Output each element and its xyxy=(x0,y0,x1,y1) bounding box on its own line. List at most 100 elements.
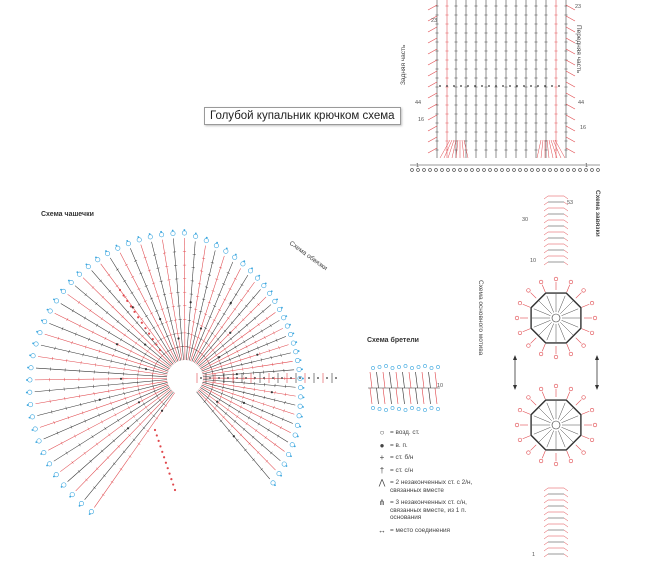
edging-dot xyxy=(172,230,174,232)
edging-dot xyxy=(302,406,304,408)
tie-fan xyxy=(544,238,548,241)
cup-stitch-tick xyxy=(254,388,255,391)
motif-outer-stitch xyxy=(576,293,582,299)
row-number: 53 xyxy=(567,200,573,206)
strap-stitch xyxy=(416,372,418,388)
shaping-dot xyxy=(126,300,128,302)
cup-stitch-tick xyxy=(174,320,177,321)
cup-stitch-tick xyxy=(255,429,257,432)
cup-stitch-tick xyxy=(227,317,230,319)
tie-fan xyxy=(564,548,568,551)
edging-loop xyxy=(42,450,46,454)
panel-fan-stitch xyxy=(537,140,541,158)
edging-dot xyxy=(26,379,28,381)
cup-stitch-tick xyxy=(123,280,126,282)
strap-edging-loop xyxy=(378,407,381,410)
edging-loop xyxy=(171,231,175,235)
motif-picot xyxy=(518,301,522,305)
edging-loop xyxy=(224,249,228,253)
cup-stitch-tick xyxy=(235,346,237,349)
tie-fan xyxy=(564,256,568,259)
edging-loop xyxy=(61,289,65,293)
chain-dot xyxy=(460,85,462,87)
edging-dot xyxy=(292,332,294,334)
tie-fan xyxy=(544,494,548,497)
chain-dot xyxy=(453,85,455,87)
cup-stitch-tick xyxy=(148,329,151,331)
edging-dot xyxy=(295,341,297,343)
edging-dot xyxy=(60,289,62,291)
cup-stitch-tick xyxy=(120,468,123,470)
cup-stitch-row xyxy=(200,388,288,443)
cup-stitch-row xyxy=(192,262,233,361)
label-ties-scheme: Схема завязки xyxy=(594,190,601,237)
cluster2-icon: ⋀ xyxy=(376,479,388,487)
motif-outer-stitch xyxy=(531,338,537,344)
chain-dot xyxy=(229,332,231,334)
row-number: 23 xyxy=(431,18,437,24)
edging-dot xyxy=(32,342,34,344)
cup-stitch-tick xyxy=(227,408,229,411)
row-number: 23 xyxy=(575,4,581,10)
cup-stitch-tick xyxy=(264,389,265,392)
edging-dot xyxy=(116,245,118,247)
edging-dot xyxy=(29,417,31,419)
motif-picot xyxy=(590,408,594,412)
edging-loop xyxy=(30,415,34,419)
panel-fan-stitch xyxy=(566,104,575,109)
motif-picot xyxy=(569,352,573,356)
tie-fan xyxy=(544,488,548,491)
edging-loop xyxy=(116,246,120,250)
panel-fan-stitch xyxy=(566,93,575,98)
chain-dot xyxy=(138,401,140,403)
strap-stitch xyxy=(403,388,405,404)
cup-stitch-tick xyxy=(130,411,132,414)
chain-dot xyxy=(263,377,265,379)
edging-dot xyxy=(183,229,185,231)
cup-stitch-tick xyxy=(205,342,208,344)
cup-stitch-tick xyxy=(165,266,168,267)
edging-dot xyxy=(300,359,302,361)
chain-loop xyxy=(579,169,582,172)
chain-dot xyxy=(99,399,101,401)
edging-loop xyxy=(290,443,294,447)
cup-stitch-tick xyxy=(102,494,105,496)
motif-picot xyxy=(518,408,522,412)
shaping-dot xyxy=(155,343,157,345)
motif-outer-stitch xyxy=(531,400,537,406)
cup-stitch-tick xyxy=(135,342,137,345)
edging-dot xyxy=(79,505,81,507)
tie-fan xyxy=(544,244,548,247)
edging-dot xyxy=(265,282,267,284)
edging-loop xyxy=(105,251,109,255)
strap-edging-loop xyxy=(417,407,420,410)
cup-stitch-tick xyxy=(234,308,237,310)
motif-picot xyxy=(582,451,586,455)
chain-dot xyxy=(233,435,235,437)
motif-outer-stitch xyxy=(576,400,582,406)
shaping-dot xyxy=(165,462,167,464)
edging-dot xyxy=(303,396,305,398)
chain-loop xyxy=(591,169,594,172)
cup-stitch-tick xyxy=(208,394,210,397)
cup-stitch-tick xyxy=(207,344,210,346)
motif-picot xyxy=(539,459,543,463)
motif-picot xyxy=(582,344,586,348)
cup-stitch-tick xyxy=(243,340,245,343)
shaping-dot xyxy=(159,349,161,351)
cup-stitch-tick xyxy=(50,400,51,403)
cup-stitch-tick xyxy=(244,386,245,389)
edging-loop xyxy=(47,462,51,466)
edging-loop xyxy=(298,395,302,399)
cup-stitch-tick xyxy=(96,443,98,446)
edging-dot xyxy=(301,416,303,418)
cup-stitch-tick xyxy=(108,274,111,276)
cup-stitch-tick xyxy=(199,352,202,354)
motif-outer-stitch xyxy=(567,285,570,292)
cup-stitch-row xyxy=(199,390,281,461)
cup-stitch-tick xyxy=(84,317,86,320)
edging-dot xyxy=(29,354,31,356)
cup-stitch-tick xyxy=(223,383,224,386)
strap-edging-loop xyxy=(384,364,387,367)
